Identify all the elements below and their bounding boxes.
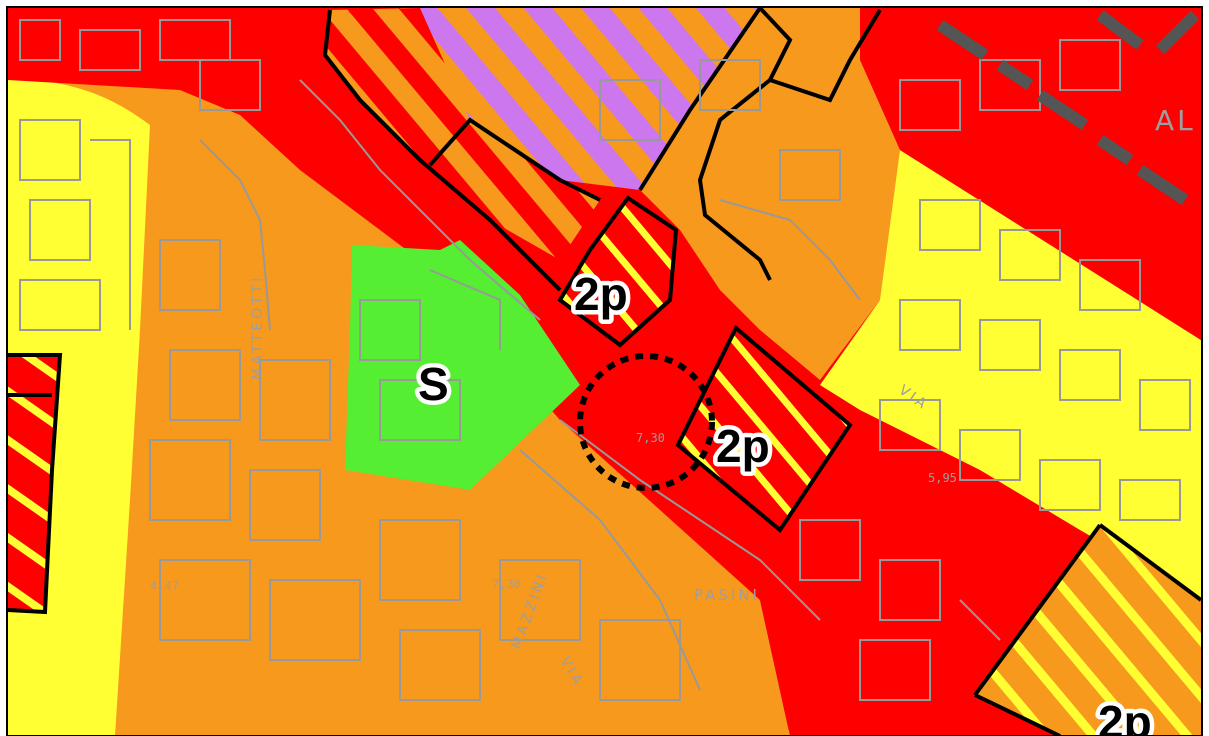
yellow-zone-right [820, 150, 1201, 600]
boundary-top-left [322, 6, 762, 292]
elevation-label-3: 5,95 [928, 471, 957, 485]
zone-label-2p-2: 2p [716, 420, 770, 472]
elevation-label-1: 4,47 [150, 579, 179, 593]
boundary-2p-block-3 [973, 523, 1203, 736]
zone-label-s: S [418, 358, 449, 410]
striped-zone-red-orange [325, 8, 600, 260]
green-zone-s [345, 240, 580, 490]
street-label-top-right: AL [1155, 104, 1196, 137]
boundary-2p-block-2 [675, 324, 853, 533]
street-label-matteotti: MATTEOTTI [250, 275, 266, 380]
boundary-top-center [697, 6, 882, 281]
zone-2p-block-3 [975, 525, 1201, 736]
highlight-circle[interactable] [577, 353, 715, 491]
elevation-label-2: 7,30 [492, 577, 521, 591]
elevation-label-4: 7,30 [636, 431, 665, 445]
map-border [6, 6, 1203, 736]
striped-zone-purple [400, 8, 760, 190]
zone-2p-block-1 [560, 198, 676, 345]
street-label-pasini: PASINI [694, 586, 760, 604]
boundary-left [7, 353, 63, 615]
rail-dashes [936, 10, 1200, 205]
boundary-2p-block-1 [557, 195, 679, 348]
cadastral-lines [19, 19, 1191, 701]
zone-label-2p-3: 2p [1098, 696, 1152, 736]
zone-label-2p-1: 2p [574, 268, 628, 320]
red-band-diagonal [8, 8, 1201, 736]
